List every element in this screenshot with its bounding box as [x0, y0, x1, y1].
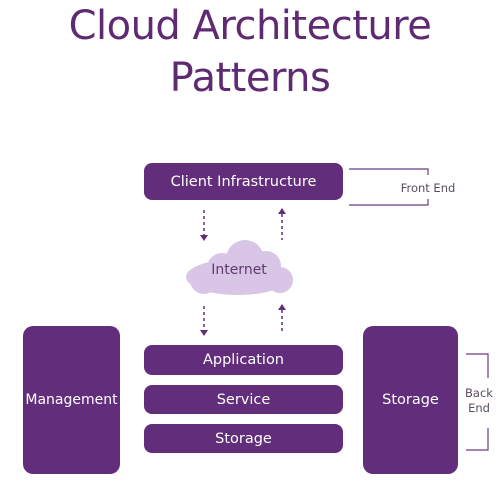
- arrowhead-up-1: [278, 208, 286, 214]
- arrowhead-up-2: [278, 304, 286, 310]
- service-box: Service: [144, 385, 343, 414]
- application-box: Application: [144, 345, 343, 375]
- internet-label: Internet: [211, 262, 267, 278]
- client-infrastructure-box: Client Infrastructure: [144, 163, 343, 200]
- storage-side-box: Storage: [363, 326, 458, 474]
- arrowhead-down-1: [200, 235, 208, 241]
- back-end-bracket: [466, 353, 489, 451]
- storage-layer-box: Storage: [144, 424, 343, 453]
- front-end-label: Front End: [400, 181, 456, 195]
- internet-cloud-shape: [186, 240, 293, 295]
- back-end-line-2: End: [468, 401, 490, 415]
- back-end-line-1: Back: [465, 386, 493, 400]
- title-line-1: Cloud Architecture: [68, 3, 432, 49]
- front-end-bracket: [349, 168, 429, 206]
- title-line-2: Patterns: [169, 55, 331, 101]
- arrowhead-down-2: [200, 330, 208, 336]
- back-end-label: Back End: [459, 386, 499, 416]
- management-box: Management: [23, 326, 120, 474]
